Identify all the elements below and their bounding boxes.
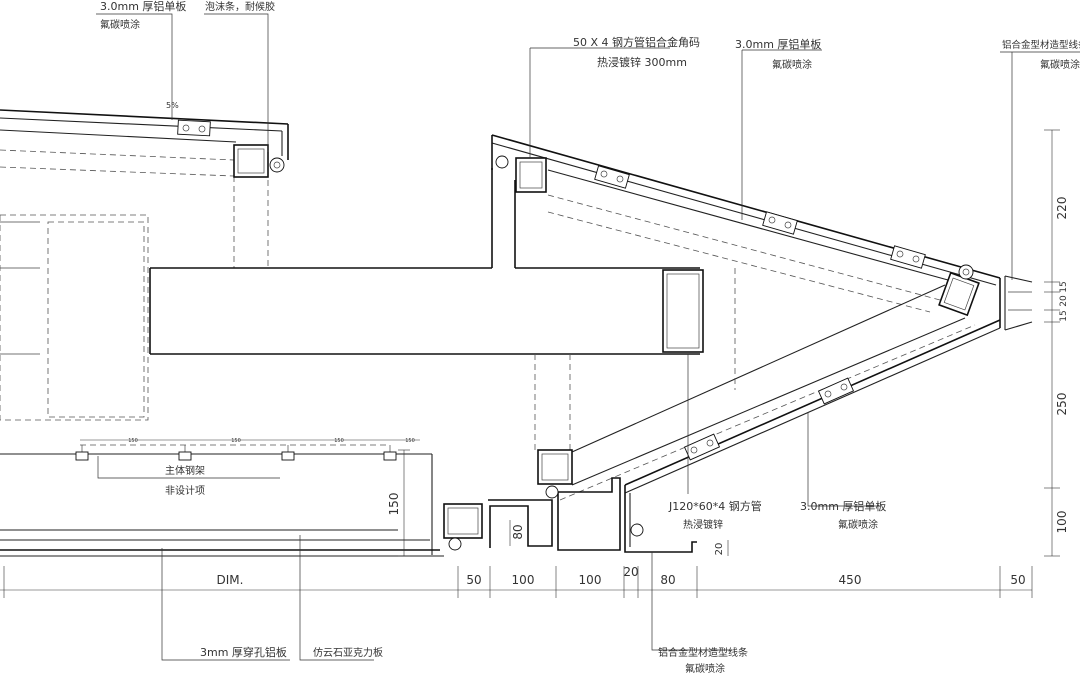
label-tube-2: 热浸镀锌 — [683, 518, 723, 531]
dim-right-1: 15 — [1059, 281, 1069, 292]
label-steel-frame-1: 主体钢架 — [165, 464, 205, 477]
dim-right-0: 220 — [1055, 197, 1069, 220]
label-corner-code-2: 热浸镀锌 300mm — [597, 55, 687, 69]
dim-local-20: 20 — [714, 543, 725, 556]
spacing-2: 150 — [334, 438, 344, 444]
dim-right-5: 100 — [1055, 511, 1069, 534]
dim-local-150: 150 — [387, 493, 401, 516]
text-labels: 3.0mm 厚铝单板 氟碳喷涂 泡沫条，耐候胶 5% 50 X 4 钢方管铝合金… — [100, 0, 1080, 675]
bolt-brackets — [75, 119, 974, 551]
dim-bottom-2: 100 — [512, 573, 535, 587]
main-steel-column — [0, 214, 149, 421]
label-tube-1: J120*60*4 钢方管 — [668, 499, 762, 513]
label-alu-profile-1: 铝合金型材造型线条 — [1002, 39, 1080, 51]
right-dimension-line — [1044, 129, 1060, 557]
label-top-panel-2: 氟碳喷涂 — [100, 18, 140, 31]
main-steel-beam — [0, 168, 700, 355]
top-hidden-posts — [233, 170, 269, 268]
dim-bottom-5: 80 — [660, 573, 675, 587]
label-alu-profile-2: 氟碳喷涂 — [1040, 58, 1080, 71]
dim-bottom-3: 100 — [579, 573, 602, 587]
spacing-3: 150 — [405, 438, 415, 444]
label-slope: 5% — [166, 101, 179, 110]
dim-bottom-1: 50 — [466, 573, 481, 587]
label-low-panel-2: 氟碳喷涂 — [838, 518, 878, 531]
label-perforated: 3mm 厚穿孔铝板 — [200, 645, 287, 659]
bottom-dimension-line — [0, 566, 1033, 598]
dim-right-3: 15 — [1059, 310, 1069, 321]
spacing-0: 150 — [128, 438, 138, 444]
dim-right-2: 20 — [1059, 295, 1069, 307]
dim-bottom-0: DIM. — [217, 573, 244, 587]
label-mid-panel-1: 3.0mm 厚铝单板 — [735, 37, 821, 51]
label-steel-frame-2: 非设计项 — [165, 484, 205, 497]
soffit-assembly — [0, 444, 697, 557]
dim-right-4: 250 — [1055, 393, 1069, 416]
label-bottom-profile-2: 氟碳喷涂 — [685, 662, 725, 675]
dim-bottom-6: 450 — [839, 573, 862, 587]
dim-local-80: 80 — [511, 524, 525, 539]
dim-bottom-7: 50 — [1010, 573, 1025, 587]
label-acrylic: 仿云石亚克力板 — [313, 646, 383, 659]
leader-lines — [96, 13, 1080, 661]
label-bottom-profile-1: 铝合金型材造型线条 — [658, 646, 748, 659]
canopy-post — [515, 157, 736, 485]
label-mid-panel-2: 氟碳喷涂 — [772, 58, 812, 71]
j120-tube — [662, 269, 704, 353]
spacing-1: 150 — [231, 438, 241, 444]
dim-bottom-4: 20 — [623, 565, 638, 579]
top-sloped-panel — [0, 109, 289, 177]
local-dimensions — [80, 439, 729, 557]
top-square-tube — [233, 144, 269, 178]
label-foam-seal: 泡沫条，耐候胶 — [205, 0, 275, 13]
triangle-canopy — [491, 134, 1033, 501]
label-low-panel-1: 3.0mm 厚铝单板 — [800, 499, 886, 513]
label-corner-code-1: 50 X 4 钢方管铝合金角码 — [573, 35, 700, 49]
label-top-panel-1: 3.0mm 厚铝单板 — [100, 0, 186, 13]
